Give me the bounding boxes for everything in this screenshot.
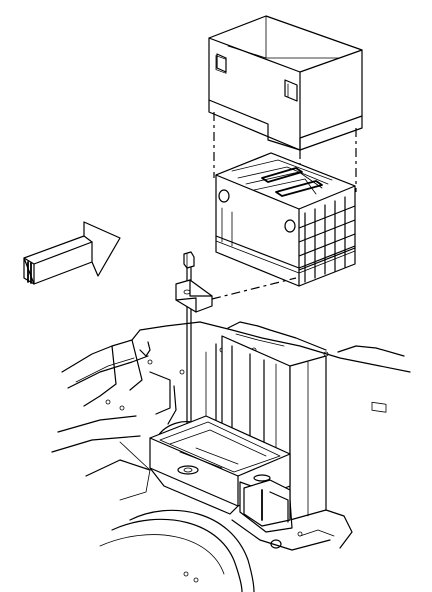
battery-cell-grid	[298, 196, 356, 283]
battery	[215, 152, 356, 287]
battery-hold-down-retainer	[175, 279, 213, 313]
retainer-alignment-line	[211, 277, 297, 300]
vehicle-body-structure	[51, 321, 411, 592]
forward-arrow-icon	[23, 221, 121, 285]
battery-insulator-cover	[208, 15, 363, 151]
battery-tray	[149, 415, 291, 515]
